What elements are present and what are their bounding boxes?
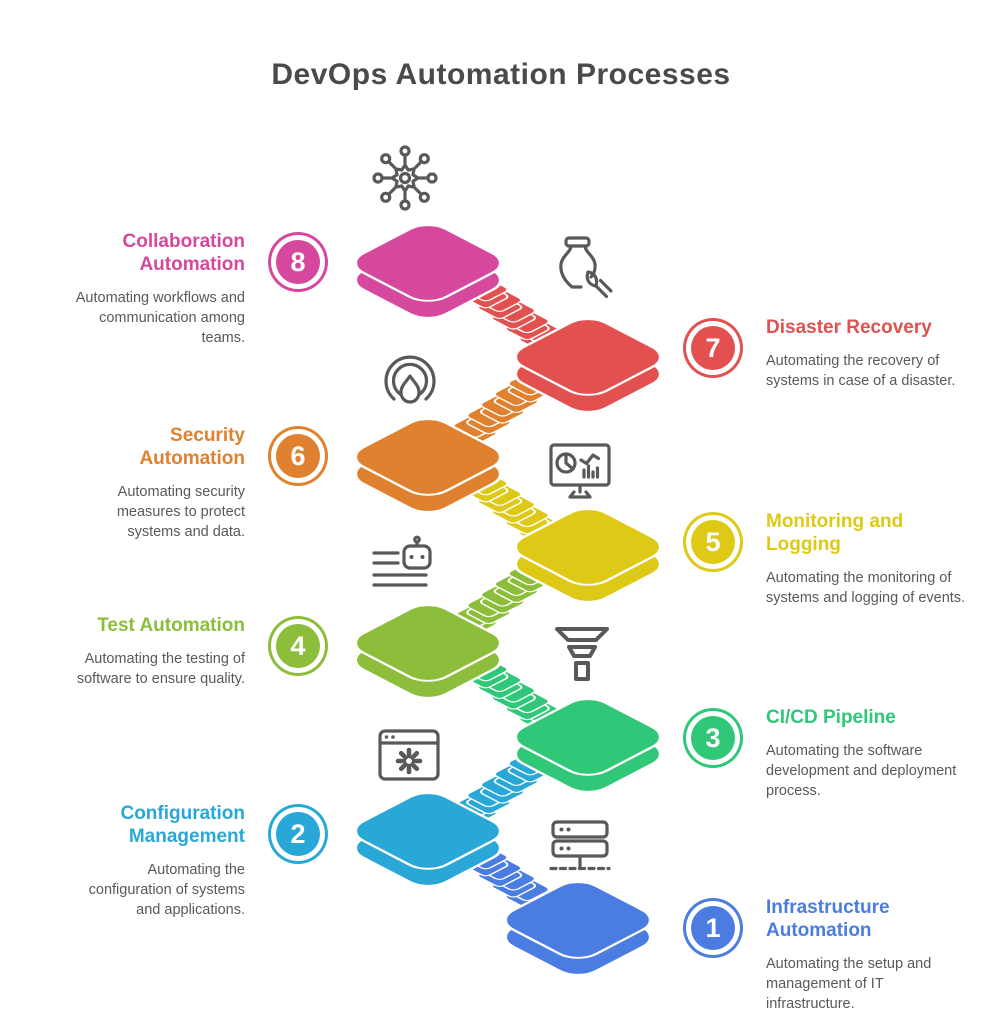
step-item-1: 1 Infrastructure Automation Automating t… (682, 896, 978, 1014)
step-badge-5: 5 (691, 520, 735, 564)
step-description-7: Automating the recovery of systems in ca… (766, 353, 956, 390)
step-badge-6: 6 (276, 434, 320, 478)
step-title-5: Monitoring and Logging (766, 511, 904, 556)
step-description-8: Automating workflows and communication a… (75, 290, 245, 347)
step-title-2: Configuration Management (120, 803, 245, 848)
step-title-7: Disaster Recovery (766, 317, 932, 338)
step-item-5: 5 Monitoring and Logging Automating the … (682, 510, 978, 608)
step-title-8: Collaboration Automation (122, 231, 245, 276)
step-description-4: Automating the testing of software to en… (76, 651, 245, 688)
step-badge-2: 2 (276, 812, 320, 856)
step-description-3: Automating the software development and … (766, 743, 957, 800)
step-title-6: Security Automation (139, 425, 245, 470)
step-badge-7: 7 (691, 326, 735, 370)
step-title-1: Infrastructure Automation (766, 897, 890, 942)
monitoring-dashboard-icon (540, 432, 620, 512)
hub-icon (365, 138, 445, 218)
browser-gear-icon (370, 718, 450, 798)
step-item-7: 7 Disaster Recovery Automating the recov… (682, 316, 978, 391)
pipeline-funnel-icon (544, 616, 624, 696)
step-item-6: Security Automation Automating security … (49, 424, 329, 542)
server-icon (540, 806, 620, 886)
staircase-graphic (353, 224, 663, 976)
step-badge-8: 8 (276, 240, 320, 284)
firewall-icon (370, 343, 450, 423)
step-description-6: Automating security measures to protect … (116, 484, 245, 541)
page-title: DevOps Automation Processes (271, 58, 731, 91)
recovery-vase-icon (538, 228, 618, 308)
step-description-2: Automating the configuration of systems … (88, 862, 245, 919)
step-badge-1: 1 (691, 906, 735, 950)
step-title-4: Test Automation (97, 615, 245, 636)
step-item-4: Test Automation Automating the testing o… (49, 614, 329, 689)
step-description-1: Automating the setup and management of I… (766, 956, 932, 1013)
step-badge-4: 4 (276, 624, 320, 668)
step-badge-3: 3 (691, 716, 735, 760)
step-description-5: Automating the monitoring of systems and… (766, 570, 966, 607)
step-title-3: CI/CD Pipeline (766, 707, 896, 728)
step-item-8: Collaboration Automation Automating work… (49, 230, 329, 348)
test-robot-icon (366, 534, 446, 614)
step-item-3: 3 CI/CD Pipeline Automating the software… (682, 706, 978, 801)
step-item-2: Configuration Management Automating the … (49, 802, 329, 920)
